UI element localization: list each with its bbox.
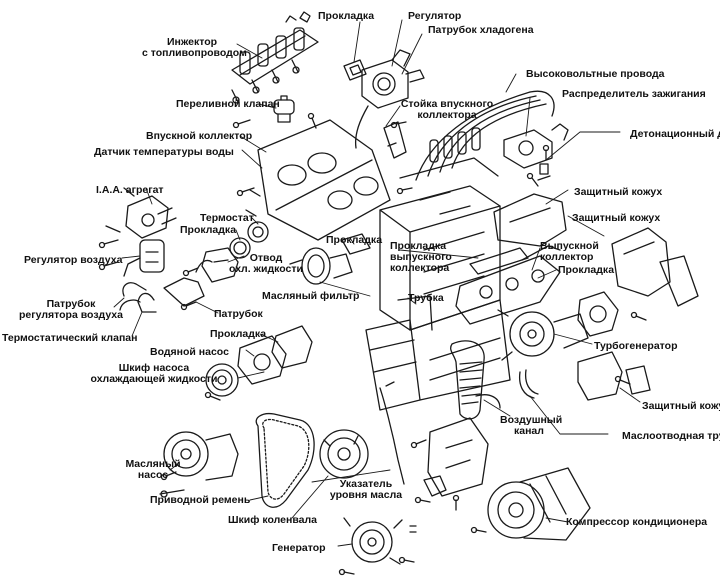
gasket-top-part (343, 59, 367, 81)
label-protective-cover-2: Защитный кожух (572, 212, 661, 224)
label-ac-compressor: Компрессор кондиционера (566, 516, 708, 528)
lower-bracket-part (423, 475, 447, 497)
exhaust-manifold-part (455, 245, 561, 325)
label-oil-filter: Масляный фильтр (262, 290, 360, 302)
label-air-duct-line1: Воздушный (500, 414, 563, 426)
label-exhaust-gasket-line1: Прокладка (390, 240, 447, 252)
label-coolant-pulley-line1: Шкиф насоса (118, 362, 190, 374)
label-coolant-outlet-line1: Отвод (249, 252, 283, 264)
coolant-outlet-part (201, 247, 239, 283)
air-regulator-part (123, 239, 165, 277)
label-air-reg-pipe-line2: регулятора воздуха (19, 309, 123, 321)
label-exhaust-gasket-line3: коллектора (390, 262, 450, 274)
label-water-pump: Водяной насос (150, 346, 229, 358)
exhaust-manifold-gasket-part (469, 247, 529, 275)
ac-compressor-part (487, 467, 591, 541)
compressor-bracket-part (427, 417, 489, 497)
knock-sensor-part (537, 163, 551, 181)
label-turbocharger: Турбогенератор (594, 340, 678, 352)
label-crank-pulley: Шкиф коленвала (228, 514, 318, 526)
label-injector-line1: Инжектор (166, 36, 218, 48)
label-coolant-pipe: Патрубок хладогена (428, 24, 534, 36)
label-oil-drain-tube: Маслоотводная трубка (622, 430, 720, 442)
label-air-regulator: Регулятор воздуха (24, 254, 123, 266)
head-gasket-part (341, 233, 371, 255)
protective-cover-low-part (577, 351, 623, 401)
label-drive-belt: Приводной ремень (150, 494, 251, 506)
label-intake-manifold: Впускной коллектор (146, 130, 253, 142)
label-pump-gasket: Прокладка (210, 328, 267, 340)
thermostat-gasket-part (229, 237, 251, 259)
overflow-valve-part (273, 95, 295, 123)
label-pipe: Патрубок (214, 308, 263, 320)
label-thermostatic-valve: Термостатический клапан (2, 332, 138, 344)
air-duct-part (450, 340, 501, 420)
water-pump-gasket-part (271, 325, 313, 369)
coolant-pump-pulley-part (205, 363, 239, 397)
label-exhaust-gasket-line2: выпускного (390, 251, 452, 263)
label-protective-cover-1: Защитный кожух (574, 186, 663, 198)
iaa-unit-part (105, 187, 177, 239)
engine-block-part (365, 157, 511, 411)
air-hose-pipe-part (163, 259, 213, 307)
label-block-gasket: Прокладка (326, 234, 383, 246)
label-water-temp-sensor: Датчик температуры воды (94, 146, 234, 158)
turbocharger-part (497, 291, 619, 361)
label-thermostat-gasket: Прокладка (180, 224, 237, 236)
vacuum-pipe-part (354, 105, 369, 149)
fastener-bolts-part (98, 112, 647, 576)
manifold-stand-part (383, 121, 407, 159)
label-knock-sensor: Детонационный датчик (630, 128, 720, 140)
label-overflow-valve: Переливной клапан (176, 98, 280, 110)
label-iaa-unit: I.A.A. агрегат (96, 184, 164, 196)
label-coolant-pulley-line2: охлаждающей жидкости (90, 373, 218, 385)
protective-cover-low2-part (625, 365, 651, 395)
label-hv-wires: Высоковольтные провода (526, 68, 665, 80)
label-gasket-top: Прокладка (318, 10, 375, 22)
protective-cover-top-part (493, 193, 567, 247)
label-alternator: Генератор (272, 542, 326, 554)
label-turbo-gasket: Прокладка (558, 264, 615, 276)
label-distributor: Распределитель зажигания (562, 88, 706, 100)
alternator-part (343, 517, 417, 565)
injector-fuel-rail-part (231, 11, 319, 104)
label-dipstick-line2: уровня масла (329, 489, 403, 501)
label-air-reg-pipe-line1: Патрубок (46, 298, 96, 310)
label-manifold-stand-line1: Стойка впускного (400, 98, 494, 110)
thermostat-part (247, 221, 269, 243)
label-oil-pump-line2: насос (137, 469, 169, 481)
label-thermostat: Термостат (200, 212, 254, 224)
label-exhaust-manifold-line1: Выпускной (540, 240, 599, 252)
drive-belt-part (255, 412, 315, 508)
regulator-throttle-part (361, 49, 425, 109)
leader-lines (113, 19, 641, 547)
oil-dipstick-part (379, 381, 405, 485)
label-coolant-outlet-line2: охл. жидкости (229, 263, 303, 275)
water-pump-part (237, 335, 287, 385)
oil-pump-part (159, 431, 239, 498)
label-dipstick-line1: Указатель (339, 478, 393, 490)
crankshaft-pulley-part (319, 429, 369, 479)
label-injector-line2: с топливопроводом (142, 47, 247, 59)
oil-drain-tube-part (518, 369, 539, 399)
distributor-part (503, 123, 569, 169)
label-manifold-stand-line2: коллектора (417, 109, 477, 121)
intake-manifold-part (245, 119, 391, 241)
label-oil-pump-line1: Масляный (125, 458, 181, 470)
protective-cover-bracket-part (659, 255, 699, 307)
oil-filter-part (289, 247, 353, 285)
protective-cover-right-part (611, 227, 671, 297)
label-exhaust-manifold-line2: коллектор (540, 251, 594, 263)
label-air-duct-line2: канал (514, 425, 544, 437)
label-regulator: Регулятор (408, 10, 462, 22)
label-tube: Трубка (408, 292, 444, 304)
label-protective-cover-3: Защитный кожух (642, 400, 720, 412)
thermostatic-valve-part (137, 292, 157, 313)
